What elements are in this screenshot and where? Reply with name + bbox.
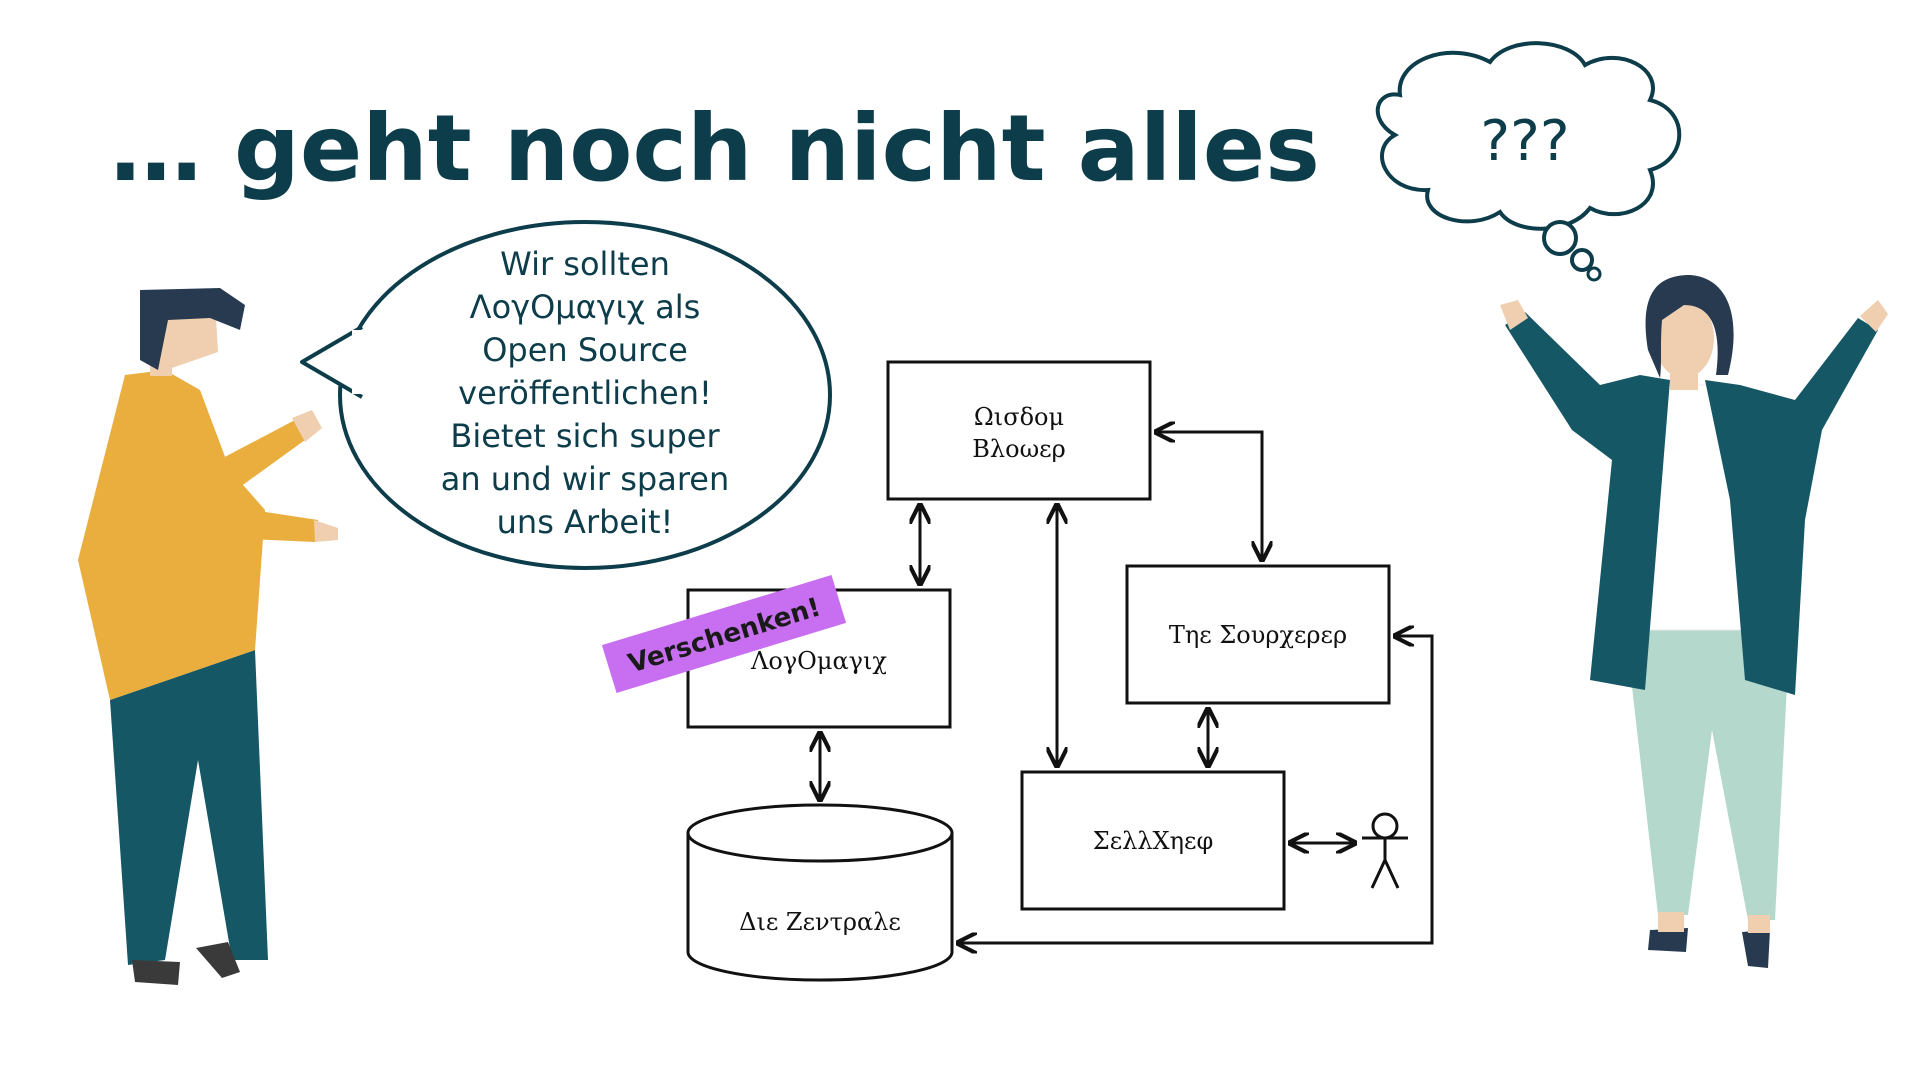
man-shirt xyxy=(78,370,265,700)
speech-line-4: veröffentlichen! xyxy=(458,374,712,412)
speech-line-3: Open Source xyxy=(482,331,688,369)
speech-bubble: Wir sollten ΛογΟμαγιχ als Open Source ve… xyxy=(300,220,832,570)
thought-dot-medium xyxy=(1570,248,1594,272)
woman-figure xyxy=(1500,275,1888,968)
woman-coat-left xyxy=(1505,312,1670,690)
box-logomagic-label: ΛογΟμαγιχ xyxy=(750,647,887,675)
thought-text: ??? xyxy=(1480,109,1569,174)
arrow-database-sorcerer xyxy=(958,636,1434,943)
speech-line-2: ΛογΟμαγιχ als xyxy=(470,288,701,326)
woman-face xyxy=(1654,298,1714,378)
arrow-wisdom-sorcerer xyxy=(1156,432,1262,560)
box-wisdom-blower xyxy=(886,360,1152,501)
man-hand-lower xyxy=(314,520,338,542)
box-wisdom-label-2: Βλοωερ xyxy=(972,435,1065,463)
woman-shoe-left xyxy=(1648,928,1688,952)
woman-pants xyxy=(1625,625,1790,920)
thought-dot-small xyxy=(1586,266,1602,282)
man-hand-upper xyxy=(292,410,322,442)
thought-dot-large xyxy=(1542,220,1578,256)
speech-bubble-body xyxy=(338,220,832,570)
box-sorcerer-label: Τηε Σουρχερερ xyxy=(1169,621,1347,649)
man-hair xyxy=(140,288,245,370)
man-figure xyxy=(78,288,338,985)
man-pants xyxy=(110,650,268,965)
stamp-background xyxy=(601,575,847,693)
box-sellchef-label: ΣελλΧηεφ xyxy=(1093,827,1214,855)
woman-coat-right xyxy=(1705,318,1878,695)
speech-line-7: uns Arbeit! xyxy=(497,503,674,541)
speech-line-1: Wir sollten xyxy=(500,245,670,283)
man-arm-upper xyxy=(200,420,305,505)
database-cylinder xyxy=(686,803,954,982)
speech-bubble-tail xyxy=(300,325,364,399)
thought-cloud xyxy=(1375,41,1682,231)
woman-shoe-right xyxy=(1742,930,1770,968)
man-arm-lower xyxy=(220,505,318,542)
man-shoe-right xyxy=(196,942,240,978)
woman-hand-left xyxy=(1500,300,1528,330)
speech-line-5: Bietet sich super xyxy=(450,417,720,455)
man-shoe-left xyxy=(132,960,180,985)
speech-line-6: an und wir sparen xyxy=(441,460,730,498)
thought-bubble: ??? xyxy=(1375,41,1682,282)
page-title: … geht noch nicht alles xyxy=(110,95,1320,202)
woman-hand-right xyxy=(1860,300,1888,332)
user-stick-figure-icon xyxy=(1362,812,1408,889)
woman-hair xyxy=(1645,275,1734,378)
database-label: Διε Ζεντραλε xyxy=(739,908,901,936)
box-wisdom-label-1: Ωισδομ xyxy=(974,403,1064,431)
architecture-diagram xyxy=(686,360,1434,982)
